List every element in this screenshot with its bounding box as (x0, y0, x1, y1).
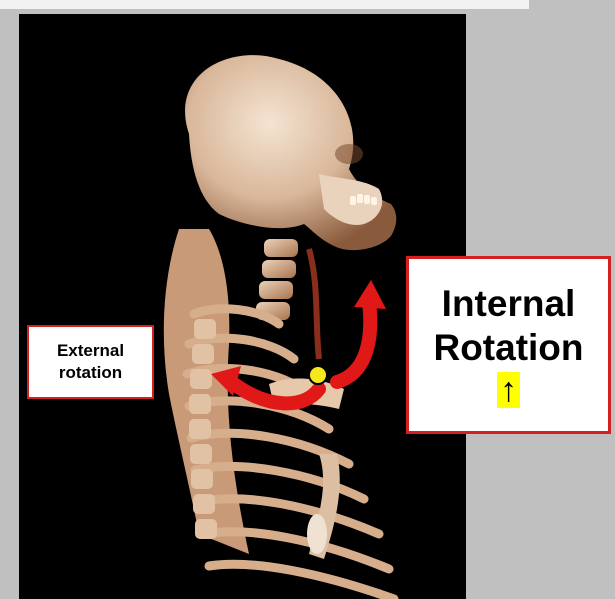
humerus-head-shape (307, 514, 327, 554)
external-rotation-label: External rotation (27, 325, 154, 399)
pivot-point-icon (309, 366, 327, 384)
up-arrow-icon: ↑ (497, 372, 520, 408)
orbit-shape (335, 144, 363, 164)
internal-label-line1: Internal (442, 282, 576, 326)
external-label-line2: rotation (59, 362, 122, 384)
ct-skeleton-image (19, 14, 466, 599)
curved-arrow-up-icon (337, 280, 386, 382)
top-strip (0, 0, 529, 9)
internal-label-line2: Rotation (433, 326, 583, 370)
internal-rotation-label: Internal Rotation ↑ (406, 256, 611, 434)
vessel-shape (309, 249, 319, 359)
external-label-line1: External (57, 340, 124, 362)
cervical-spine-shape (256, 239, 298, 320)
